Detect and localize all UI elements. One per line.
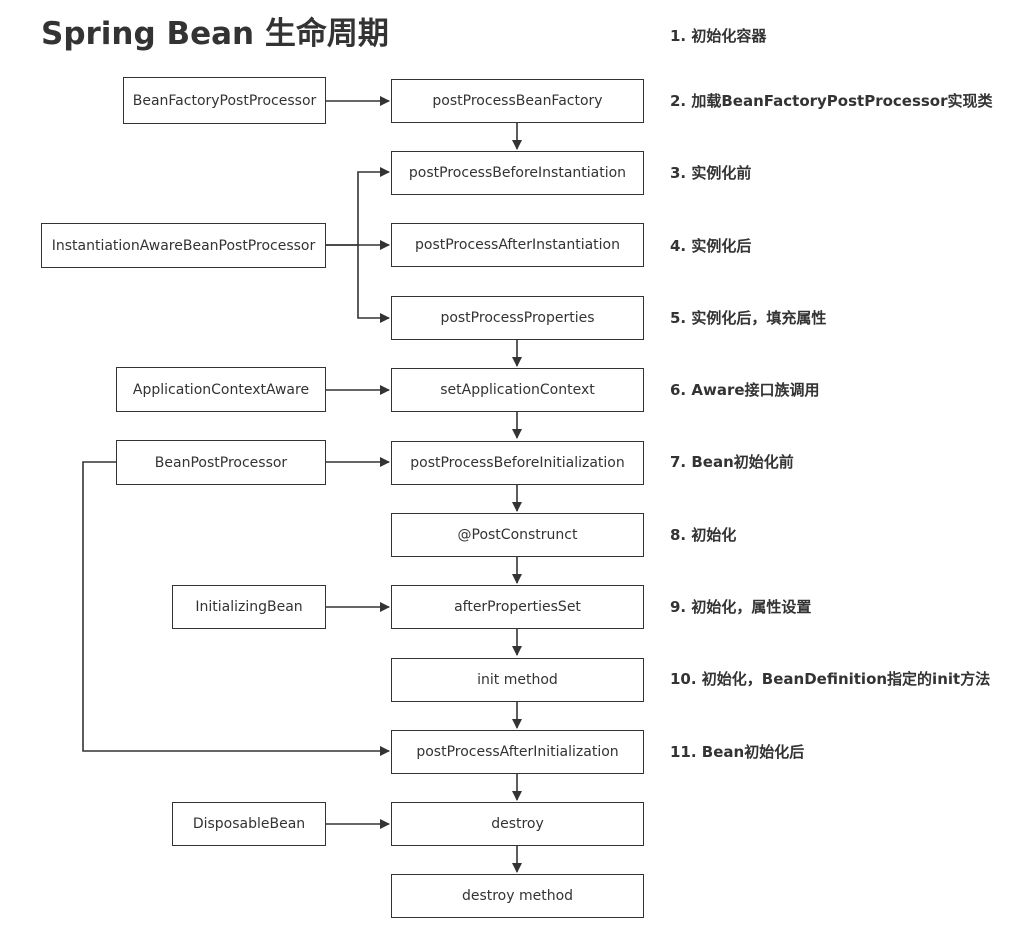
phase-destroy-method: destroy method [391, 874, 644, 918]
step-label-5: 5. 实例化后，填充属性 [670, 309, 827, 327]
phase-init-method: init method [391, 658, 644, 702]
phase-after-properties-set: afterPropertiesSet [391, 585, 644, 629]
source-bean-post-processor: BeanPostProcessor [116, 440, 326, 485]
phase-post-process-after-instantiation: postProcessAfterInstantiation [391, 223, 644, 267]
arrow-instantiation-aware-properties [357, 245, 390, 323]
step-label-7: 7. Bean初始化前 [670, 453, 794, 471]
arrow-bean-post-processor-after [82, 461, 390, 756]
source-disposable-bean: DisposableBean [172, 802, 326, 846]
diagram-title: Spring Bean 生命周期 [41, 16, 389, 52]
arrow-instantiation-aware-before [326, 167, 390, 246]
step-label-8: 8. 初始化 [670, 526, 737, 544]
step-label-2: 2. 加载BeanFactoryPostProcessor实现类 [670, 92, 993, 110]
step-label-6: 6. Aware接口族调用 [670, 381, 820, 399]
phase-destroy: destroy [391, 802, 644, 846]
step-label-10: 10. 初始化，BeanDefinition指定的init方法 [670, 670, 991, 688]
phase-post-process-bean-factory: postProcessBeanFactory [391, 79, 644, 123]
step-label-3: 3. 实例化前 [670, 164, 752, 182]
source-application-context-aware: ApplicationContextAware [116, 367, 326, 412]
phase-post-process-before-initialization: postProcessBeforeInitialization [391, 441, 644, 485]
source-bean-factory-post-processor: BeanFactoryPostProcessor [123, 77, 326, 124]
source-initializing-bean: InitializingBean [172, 585, 326, 629]
phase-set-application-context: setApplicationContext [391, 368, 644, 412]
source-instantiation-aware-bean-post-processor: InstantiationAwareBeanPostProcessor [41, 223, 326, 268]
step-label-9: 9. 初始化，属性设置 [670, 598, 812, 616]
phase-post-process-properties: postProcessProperties [391, 296, 644, 340]
phase-post-process-before-instantiation: postProcessBeforeInstantiation [391, 151, 644, 195]
phase-post-construct: @PostConstrunct [391, 513, 644, 557]
phase-post-process-after-initialization: postProcessAfterInitialization [391, 730, 644, 774]
step-label-11: 11. Bean初始化后 [670, 743, 805, 761]
step-label-1: 1. 初始化容器 [670, 27, 767, 45]
step-label-4: 4. 实例化后 [670, 237, 752, 255]
